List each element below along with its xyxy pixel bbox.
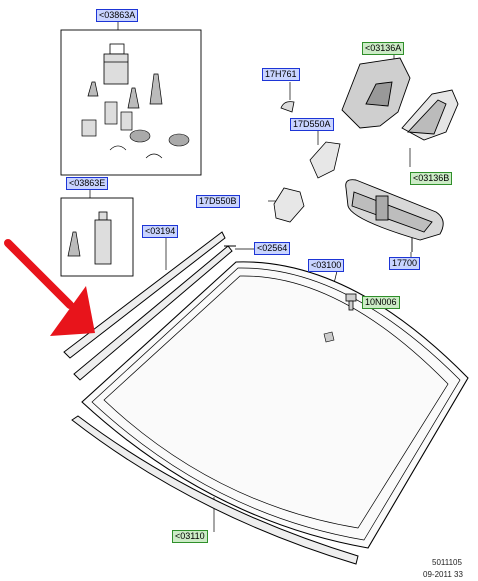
mirror-bracket: [341, 57, 459, 141]
callout-03136b[interactable]: <03136B: [410, 172, 453, 185]
side-molding: [63, 231, 236, 381]
bottle-icon: [94, 211, 112, 265]
clip-part: [280, 101, 295, 113]
nozzle-icon: [87, 73, 163, 109]
reference-number: 5011105: [432, 558, 462, 567]
bottom-molding: [71, 415, 359, 565]
cartridge-icon: [103, 43, 129, 85]
callout-03136a[interactable]: <03136A: [362, 42, 405, 55]
callout-03100[interactable]: <03100: [308, 259, 345, 272]
callout-17d550a[interactable]: 17D550A: [290, 118, 334, 131]
callout-02564[interactable]: <02564: [254, 242, 291, 255]
callout-17d550b[interactable]: 17D550B: [196, 195, 240, 208]
red-arrow-icon: [4, 239, 95, 336]
callout-10n006[interactable]: 10N006: [362, 296, 400, 309]
bolt-part: [345, 293, 357, 311]
adhesive-kit-e: [60, 197, 134, 277]
bottle-icon: [81, 101, 133, 137]
windshield-glass: [81, 261, 469, 549]
callout-17700[interactable]: 17700: [389, 257, 421, 270]
callout-03863e[interactable]: <03863E: [66, 177, 109, 190]
dauber-icon: [109, 129, 190, 159]
callout-03110[interactable]: <03110: [172, 530, 208, 543]
callout-17h761[interactable]: 17H761: [262, 68, 300, 81]
adhesive-kit-a: [60, 29, 202, 176]
callout-03863a[interactable]: <03863A: [96, 9, 139, 22]
date-code: 09-2011 33: [423, 570, 463, 579]
mount-plate: [273, 141, 341, 223]
rear-view-mirror: [345, 179, 444, 252]
callout-03194[interactable]: <03194: [142, 225, 179, 238]
nozzle-icon: [67, 231, 81, 257]
